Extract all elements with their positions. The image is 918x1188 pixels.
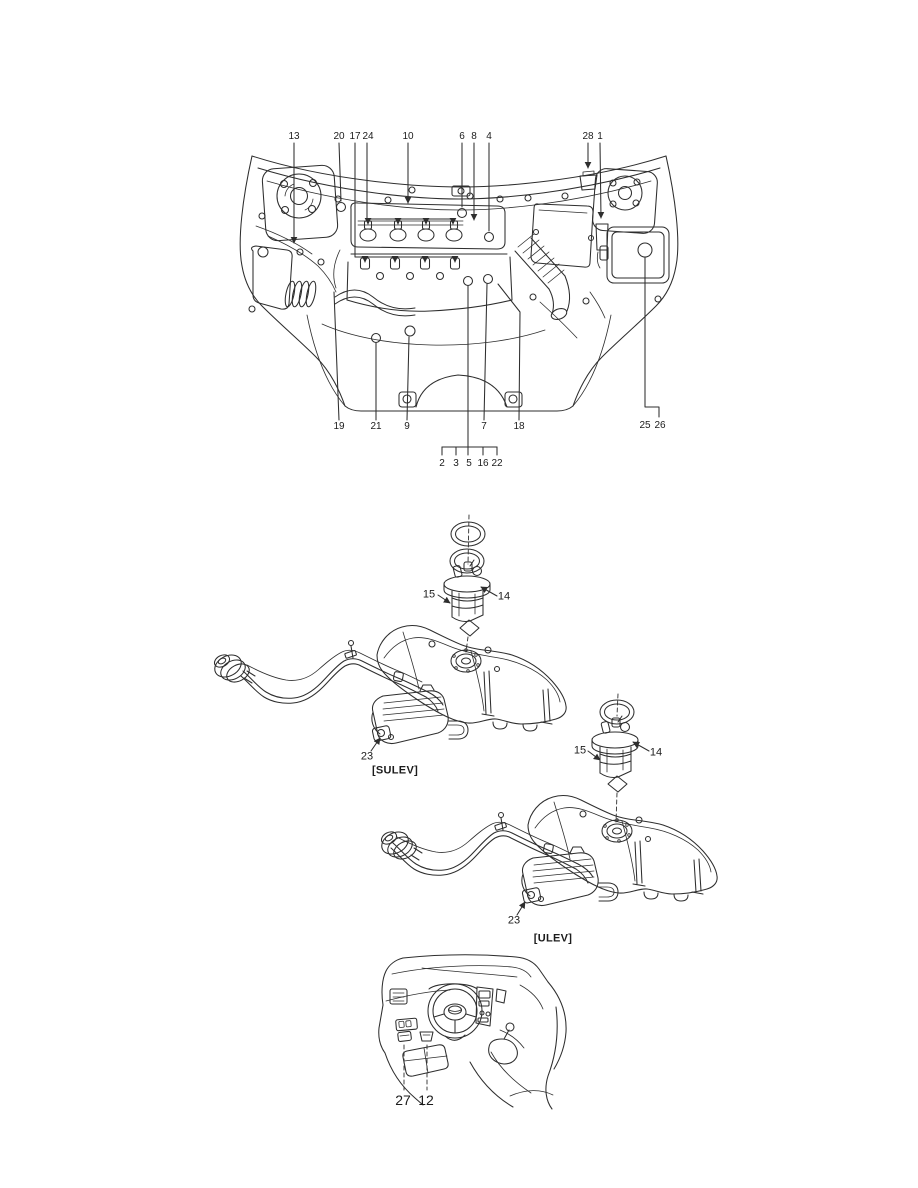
callout-ulev-14: 14 [649,746,663,759]
callout-engine-13: 13 [288,131,300,142]
callout-engine-2: 2 [439,458,445,469]
callout-ulev-23: 23 [507,914,521,927]
callout-dashboard-27: 27 [395,1092,411,1108]
callout-engine-21: 21 [370,421,382,432]
variant-label-sulev: [SULEV] [371,764,419,777]
callout-engine-9: 9 [404,421,410,432]
callout-dashboard-12: 12 [418,1092,434,1108]
callout-engine-4: 4 [486,131,492,142]
callout-engine-19: 19 [333,421,345,432]
callout-sulev-15: 15 [422,588,436,601]
callout-engine-17: 17 [349,131,361,142]
engine-compartment-view [239,142,679,456]
callout-engine-16: 16 [477,458,489,469]
callout-sulev-23: 23 [360,750,374,763]
callout-engine-18: 18 [513,421,525,432]
fuel-tank-sulev-view [210,514,567,752]
callout-engine-7: 7 [481,421,487,432]
callout-engine-24: 24 [362,131,374,142]
callout-engine-28: 28 [582,131,594,142]
dashboard-view [378,954,567,1110]
callout-engine-22: 22 [491,458,503,469]
callout-engine-3: 3 [453,458,459,469]
callout-engine-26: 26 [654,420,666,431]
callout-engine-1: 1 [597,131,603,142]
fuel-tank-ulev-view [377,693,718,916]
callout-ulev-15: 15 [573,744,587,757]
callout-engine-10: 10 [402,131,414,142]
callout-engine-6: 6 [459,131,465,142]
callout-engine-25: 25 [639,420,651,431]
callout-engine-5: 5 [466,458,472,469]
callout-sulev-14: 14 [497,590,511,603]
variant-label-ulev: [ULEV] [533,932,573,945]
callout-engine-8: 8 [471,131,477,142]
callout-engine-20: 20 [333,131,345,142]
